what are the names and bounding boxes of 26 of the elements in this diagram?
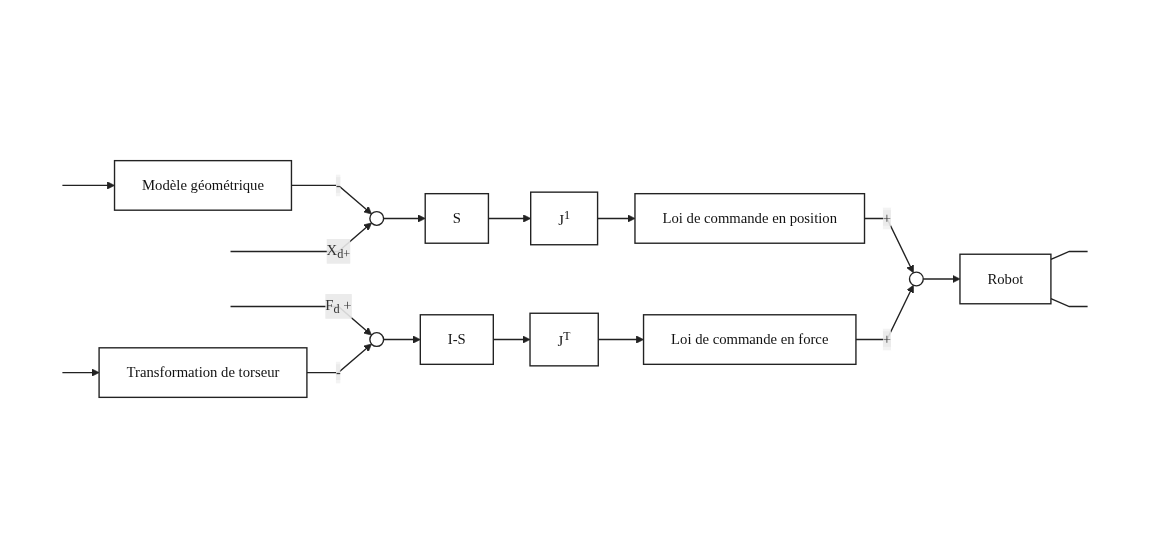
node-box: Robot xyxy=(959,253,1052,305)
edge-label: X$_{d+}$ xyxy=(326,241,351,262)
edge-label: F$_{d}$ + xyxy=(325,296,352,317)
edge-label: - xyxy=(335,364,341,380)
edge-label: + xyxy=(882,331,892,347)
arrow xyxy=(855,284,914,341)
node-box: Loi de commande en force xyxy=(642,314,857,365)
connector xyxy=(1050,250,1089,261)
node-box: Loi de commande en position xyxy=(634,193,866,244)
node-circle xyxy=(369,210,385,226)
edge-label: + xyxy=(882,210,892,226)
arrow xyxy=(61,181,115,190)
connector xyxy=(1050,297,1089,308)
node-box: J$^{1}$ xyxy=(530,191,599,246)
node-box: Modèle géométrique xyxy=(113,159,293,211)
arrow xyxy=(306,343,372,374)
node-box: I-S xyxy=(419,314,494,365)
node-box: Transformation de torseur xyxy=(98,347,308,399)
arrow xyxy=(61,368,100,377)
arrow xyxy=(382,335,421,344)
edge-label: - xyxy=(335,177,341,193)
node-circle xyxy=(369,332,385,348)
node-box: J$^{T}$ xyxy=(529,312,599,367)
node-circle xyxy=(908,271,924,287)
arrow xyxy=(382,214,426,223)
node-box: S xyxy=(424,193,490,244)
